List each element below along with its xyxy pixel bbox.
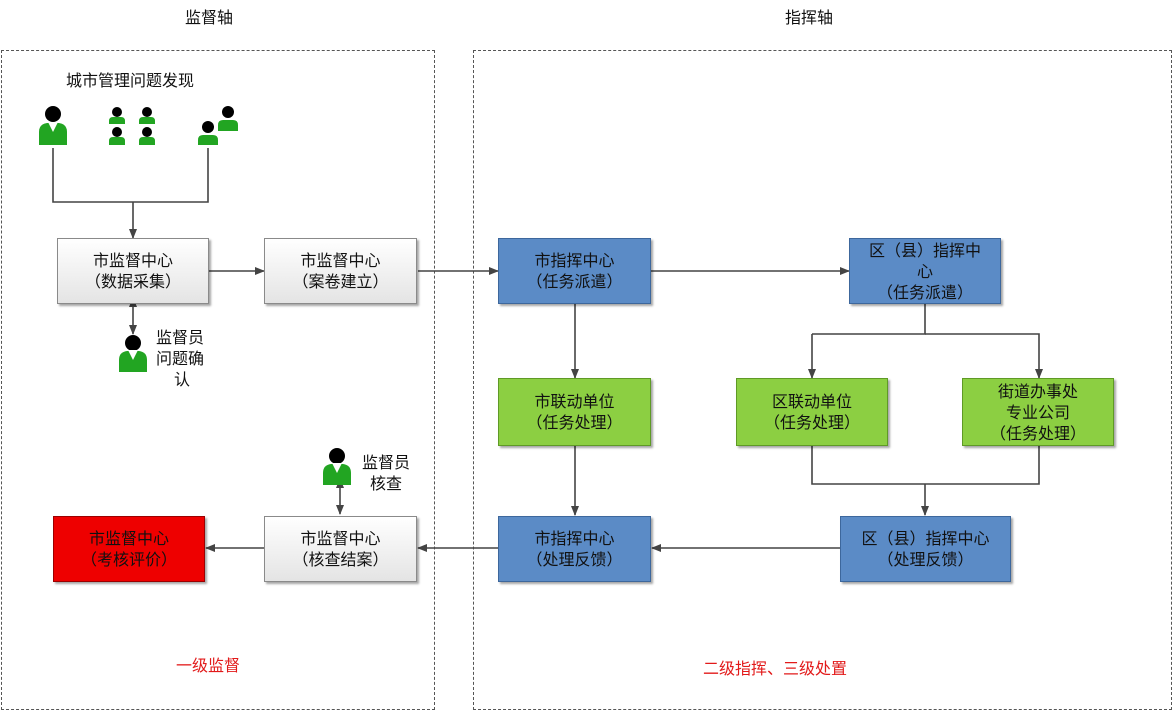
inspector-verify-icon	[323, 448, 351, 485]
city-supervision-verify-box[interactable]: 市监督中心 （核查结案）	[264, 516, 417, 582]
city-supervision-case-box[interactable]: 市监督中心 （案卷建立）	[264, 238, 417, 304]
connector-district-merge	[811, 446, 1040, 485]
discovery-title: 城市管理问题发现	[66, 71, 195, 90]
inspector-verify-label: 监督员 核查	[362, 453, 411, 493]
district-command-dispatch-box[interactable]: 区（县）指挥中 心 （任务派遣）	[849, 238, 1001, 304]
street-office-box[interactable]: 街道办事处 专业公司 （任务处理）	[962, 378, 1114, 446]
city-command-dispatch-box[interactable]: 市指挥中心 （任务派遣）	[498, 238, 651, 304]
command-axis-title: 指挥轴	[784, 8, 833, 27]
city-supervision-collect-box[interactable]: 市监督中心 （数据采集）	[57, 238, 209, 304]
inspector-confirm-icon	[119, 335, 147, 372]
level-two-three-command-label: 二级指挥、三级处置	[702, 659, 847, 678]
district-command-feedback-box[interactable]: 区（县）指挥中心 （处理反馈）	[840, 516, 1011, 582]
connector-district-split	[812, 304, 926, 335]
inspector-confirm-label: 监督员 问题确 认	[156, 328, 205, 389]
district-linkage-unit-box[interactable]: 区联动单位 （任务处理）	[736, 378, 888, 446]
command-panel	[473, 50, 1172, 710]
person-icon	[39, 106, 67, 145]
arrow-to-street-office	[925, 333, 1043, 379]
connector-discovery-merge	[52, 148, 209, 203]
group-icon	[109, 107, 155, 145]
city-supervision-evaluate-box[interactable]: 市监督中心 （考核评价）	[53, 516, 205, 582]
supervision-panel	[1, 50, 435, 710]
supervision-axis-title: 监督轴	[184, 8, 233, 27]
pair-icon	[198, 106, 238, 145]
city-linkage-unit-box[interactable]: 市联动单位 （任务处理）	[498, 378, 651, 446]
city-command-feedback-box[interactable]: 市指挥中心 （处理反馈）	[498, 516, 651, 582]
level-one-supervision-label: 一级监督	[175, 656, 240, 675]
